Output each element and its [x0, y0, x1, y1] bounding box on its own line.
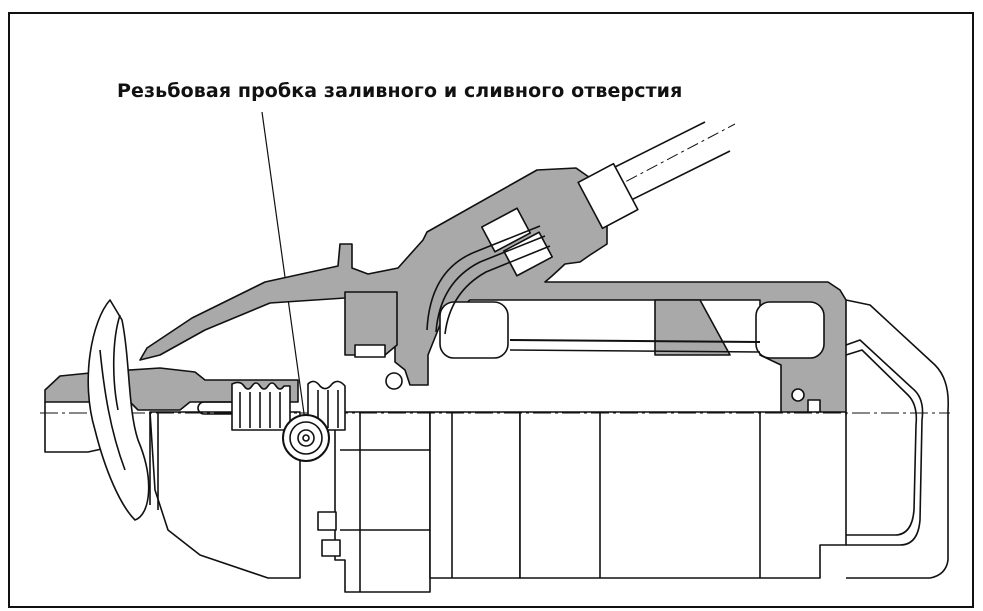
stator-blocks — [439, 162, 825, 359]
rotor-band — [509, 339, 761, 353]
drain-plug — [282, 414, 330, 462]
propeller — [87, 299, 150, 521]
callout-leader-line — [261, 111, 307, 429]
cable-bend — [426, 225, 551, 335]
bearings — [354, 344, 805, 402]
gear-teeth — [231, 380, 346, 431]
upper-housing-section — [44, 167, 847, 416]
right-housing-details — [317, 412, 761, 592]
motor-body-lower — [149, 411, 847, 593]
callout-label-drain-plug: Резьбовая пробка заливного и сливного от… — [117, 80, 683, 102]
handle — [845, 299, 950, 579]
